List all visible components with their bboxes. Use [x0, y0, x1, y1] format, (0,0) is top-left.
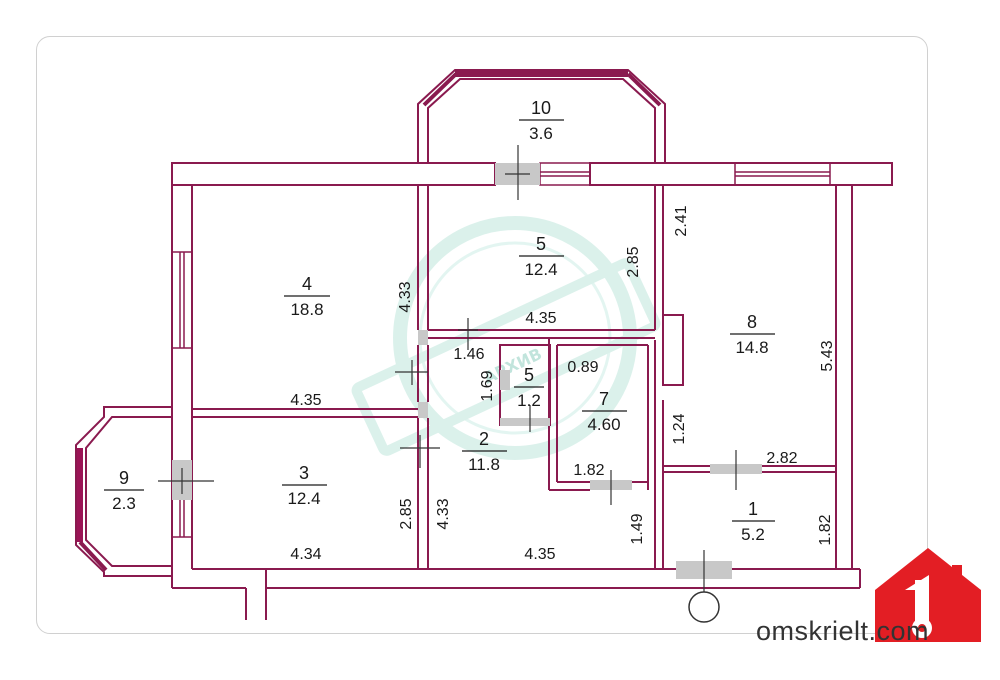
room-label-7: 7 4.60 [582, 389, 627, 434]
dimension-label: 4.33 [397, 281, 414, 312]
dimension-label: 4.35 [525, 310, 556, 327]
room-number: 4 [302, 274, 312, 294]
room-number: 1 [748, 499, 758, 519]
dimension-label: 4.33 [435, 498, 452, 529]
dimension-label: 0.89 [567, 359, 598, 376]
room-area: 14.8 [735, 338, 768, 357]
dimension-label: 1.46 [453, 346, 484, 363]
room-label-5-living: 5 12.4 [519, 234, 564, 279]
room-label-8: 8 14.8 [730, 312, 775, 357]
room-area: 2.3 [112, 494, 136, 513]
dimension-label: 4.35 [290, 392, 321, 409]
dimension-label: 2.82 [766, 450, 797, 467]
room-number: 3 [299, 463, 309, 483]
room-label-10: 10 3.6 [519, 98, 564, 143]
entrance-marker-icon [688, 591, 720, 623]
room-area: 5.2 [741, 525, 765, 544]
room-area: 11.8 [468, 455, 500, 474]
house-key-logo-icon [875, 548, 981, 642]
dimension-label: 2.85 [398, 498, 415, 529]
room-label-4: 4 18.8 [284, 274, 330, 319]
room-label-5-bath: 5 1.2 [514, 365, 544, 410]
room-number: 5 [524, 365, 534, 385]
dimension-label: 1.82 [573, 462, 604, 479]
room-number: 5 [536, 234, 546, 254]
room-number: 7 [599, 389, 609, 409]
balcony-10 [417, 69, 666, 163]
room-label-1: 1 5.2 [732, 499, 775, 544]
room-area: 4.60 [587, 415, 620, 434]
dimension-label: 2.85 [625, 246, 642, 277]
room-area: 12.4 [287, 489, 320, 508]
dimension-label: 4.34 [290, 546, 321, 563]
room-label-2: 2 11.8 [462, 429, 507, 474]
site-brand-text: omskrielt.com [756, 616, 930, 646]
dimension-label: 1.24 [671, 413, 688, 444]
dimension-label: 1.82 [817, 514, 834, 545]
dimension-label: 1.69 [479, 370, 496, 401]
room-number: 9 [119, 468, 129, 488]
balcony-9 [75, 406, 172, 577]
room-area: 12.4 [524, 260, 557, 279]
room-number: 10 [531, 98, 551, 118]
room-label-9: 9 2.3 [104, 468, 144, 513]
room-area: 18.8 [290, 300, 323, 319]
dimension-label: 5.43 [819, 340, 836, 371]
room-area: 3.6 [529, 124, 553, 143]
door-openings [158, 145, 762, 623]
windows [171, 162, 831, 538]
dimension-labels: 2.41 2.85 4.33 4.35 1.46 0.89 1.69 5.43 … [290, 205, 836, 563]
room-number: 2 [479, 429, 489, 449]
room-area: 1.2 [517, 391, 541, 410]
dimension-label: 1.49 [629, 513, 646, 544]
room-label-3: 3 12.4 [282, 463, 327, 508]
dimension-label: 4.35 [524, 546, 555, 563]
dimension-label: 2.41 [673, 205, 690, 236]
room-number: 8 [747, 312, 757, 332]
